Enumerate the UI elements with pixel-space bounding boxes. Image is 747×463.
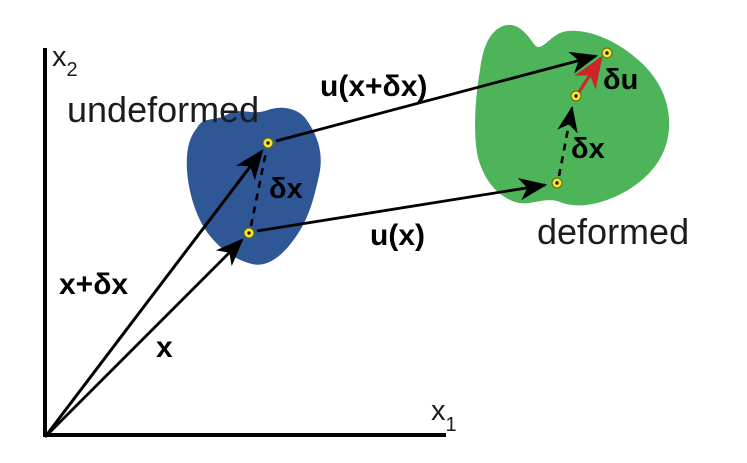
- x1-axis-label-base: x: [431, 395, 446, 427]
- point-marker-center: [247, 231, 251, 235]
- delta-x-deformed-label: δx: [571, 133, 605, 165]
- deformed-body-shape: [475, 24, 670, 206]
- x1-axis-label-sub: 1: [446, 414, 457, 436]
- delta-u-label: δu: [603, 64, 638, 96]
- material-point-deformed-mid: [570, 90, 582, 102]
- material-point-deformed-x-plus-delta-x: [601, 47, 613, 59]
- x-label: x: [156, 331, 173, 364]
- vector-x-plus-delta-x: [43, 149, 264, 438]
- vector-x: [44, 238, 244, 438]
- x1-axis-label: x1: [431, 395, 457, 436]
- u-of-x-plus-delta-x-label: u(x+δx): [320, 70, 427, 103]
- point-marker-center: [555, 181, 559, 185]
- x2-axis-label: x2: [52, 41, 78, 81]
- x2-axis-label-sub: 2: [67, 59, 78, 81]
- point-marker-center: [574, 94, 578, 98]
- vector-u-of-x: [256, 178, 548, 233]
- x-plus-delta-x-label: x+δx: [59, 268, 128, 301]
- material-point-deformed-x: [551, 177, 563, 189]
- material-point-undeformed-x-plus-delta-x: [262, 137, 274, 149]
- x2-axis-label-base: x: [52, 41, 67, 73]
- deformed-body-label: deformed: [537, 211, 689, 252]
- point-marker-center: [605, 51, 609, 55]
- u-of-x-label: u(x): [370, 219, 425, 252]
- vector-delta-x-deformed: [557, 105, 578, 177]
- material-point-undeformed-x: [243, 227, 255, 239]
- point-marker-center: [266, 141, 270, 145]
- undeformed-body-label: undeformed: [67, 89, 259, 130]
- vector-delta-u: [574, 55, 603, 93]
- delta-x-undeformed-label: δx: [269, 173, 303, 205]
- vector-u-of-x-plus-delta-x: [275, 51, 599, 143]
